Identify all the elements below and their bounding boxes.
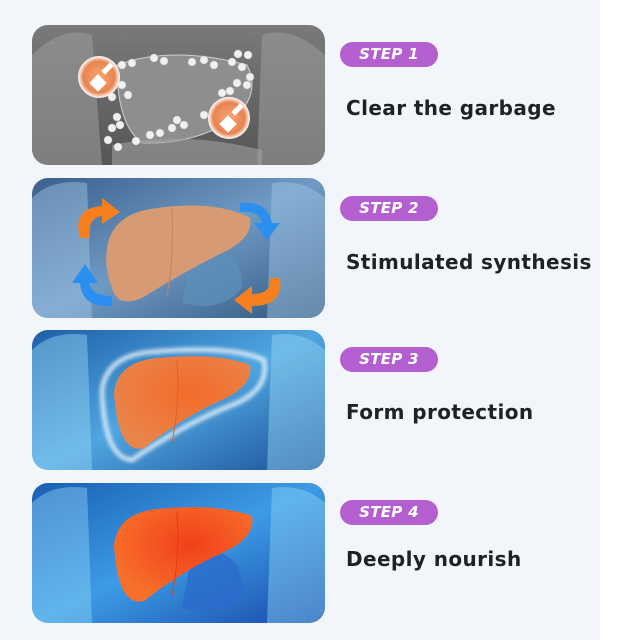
step-2-badge: STEP 2 [340,196,438,221]
step-4-title: Deeply nourish [346,547,522,571]
step-2-image [32,178,325,318]
broom-icon [78,56,120,98]
step-4-image [32,483,325,623]
step-1-image [32,25,325,165]
step-2-title: Stimulated synthesis [346,250,592,274]
broom-icon [208,97,250,139]
step-4-badge: STEP 4 [340,500,438,525]
step-3-title: Form protection [346,400,534,424]
step-1-badge: STEP 1 [340,42,438,67]
step-3-image [32,330,325,470]
step-1-title: Clear the garbage [346,96,556,120]
step-3-badge: STEP 3 [340,347,438,372]
cycle-arrows-icon [72,198,281,314]
